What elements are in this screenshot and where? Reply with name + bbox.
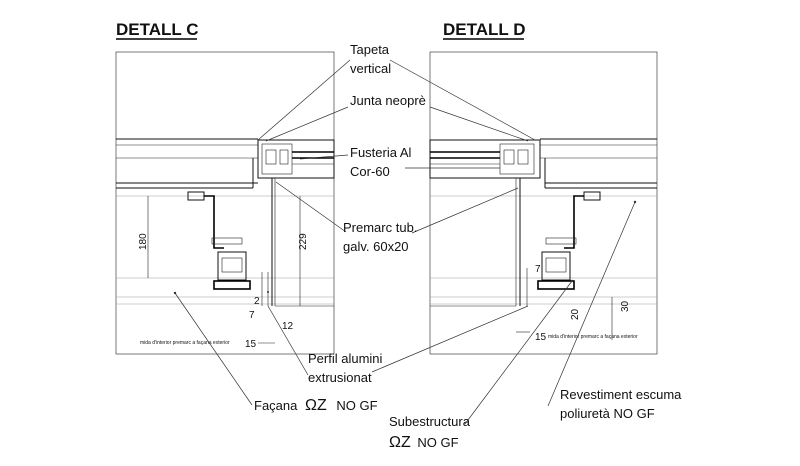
label-revestiment-line2: poliuretà NO GF <box>560 406 655 421</box>
leader-lines <box>174 59 636 425</box>
detail-d-bracket <box>564 195 584 249</box>
detail-c-substructure-box <box>221 257 243 273</box>
detail-c-dim-12: 12 <box>282 321 294 332</box>
perfil-leader <box>267 305 309 376</box>
label-tapeta-line2: vertical <box>350 61 391 76</box>
detail-c-window-profile <box>261 143 293 175</box>
detail-c-note: mida d'interior premarc a façana exterio… <box>140 340 230 346</box>
premarc-leader <box>275 181 347 233</box>
label-premarc-line1: Premarc tub. <box>343 220 417 235</box>
facana-leader <box>174 292 253 406</box>
detail-c-dim-7: 7 <box>249 310 255 321</box>
junta-leader <box>429 106 529 142</box>
label-facana-a: Façana <box>254 398 298 413</box>
label-tapeta-line1: Tapeta <box>350 42 390 57</box>
detail-d-dim-30: 30 <box>620 300 631 312</box>
detail-c-drawing: 229 180 2 7 12 15 mida d'interior premar… <box>115 51 335 355</box>
tapeta-leader <box>257 59 351 141</box>
detail-c-bracket <box>204 195 224 249</box>
detail-c-window-profile <box>265 149 277 165</box>
label-subestructura-b: NO GF <box>417 435 458 450</box>
detail-c-window-profile <box>279 149 289 165</box>
label-revestiment-line1: Revestiment escuma <box>560 387 682 402</box>
label-perfil-line2: extrusionat <box>308 370 372 385</box>
detail-d-dim-20: 20 <box>570 308 581 320</box>
label-premarc-line2: galv. 60x20 <box>343 239 409 254</box>
detail-c-dim-229: 229 <box>298 233 309 250</box>
detail-c-dim-180: 180 <box>138 233 149 250</box>
detail-c-dim-2: 2 <box>254 296 260 307</box>
detail-d-note: mida d'interior premarc a façana exterio… <box>548 334 638 340</box>
detail-d-window-frame <box>429 139 541 179</box>
detail-c-frame <box>115 51 335 355</box>
detail-c-marker-dot <box>267 291 269 293</box>
detail-d-window-profile <box>503 149 515 165</box>
detail-d-window-profile <box>517 149 529 165</box>
detail-d-dim-7: 7 <box>535 264 541 275</box>
subestructura-leader <box>464 280 573 425</box>
label-fusteria-line1: Fusteria Al <box>350 145 412 160</box>
detail-c-dim-15: 15 <box>245 339 257 350</box>
fusteria-leader <box>299 154 349 160</box>
label-facana-omega: ΩZ <box>305 397 327 414</box>
detail-d-frame <box>429 51 658 355</box>
label-subestructura-line2: ΩZ NO GF <box>389 434 459 451</box>
tapeta-leader <box>389 59 536 141</box>
label-facana-b: NO GF <box>336 398 377 413</box>
junta-leader <box>265 106 349 142</box>
detail-d-substructure-box <box>541 251 571 281</box>
label-fusteria-line2: Cor-60 <box>350 164 390 179</box>
detail-d-bracket-plate <box>545 237 577 245</box>
detail-c-bracket-plate <box>211 237 243 245</box>
perfil-leader <box>371 305 529 373</box>
detail-c-facade-panel <box>213 280 251 290</box>
detail-d-drawing: 7 30 20 15 mida d'interior premarc a faç… <box>429 51 658 355</box>
annotations: Tapeta vertical Junta neoprè Fusteria Al… <box>254 42 682 451</box>
detail-c-title: DETALL C <box>116 20 198 39</box>
label-facana: Façana ΩZ NO GF <box>254 397 378 414</box>
detail-d-title: DETALL D <box>443 20 525 39</box>
detail-d-dim-15: 15 <box>535 332 547 343</box>
label-perfil-line1: Perfil alumini <box>308 351 383 366</box>
label-junta: Junta neoprè <box>350 93 426 108</box>
label-subestructura-line1: Subestructura <box>389 414 471 429</box>
detail-d-window-profile <box>499 143 535 175</box>
label-subestructura-omega: ΩZ <box>389 434 411 451</box>
detail-d-substructure-box <box>545 257 567 273</box>
revestiment-leader <box>547 201 636 407</box>
detail-d-facade-panel <box>537 280 575 290</box>
detail-c-window-frame <box>257 139 335 179</box>
detail-c-substructure-box <box>217 251 247 281</box>
premarc-leader <box>411 187 519 234</box>
